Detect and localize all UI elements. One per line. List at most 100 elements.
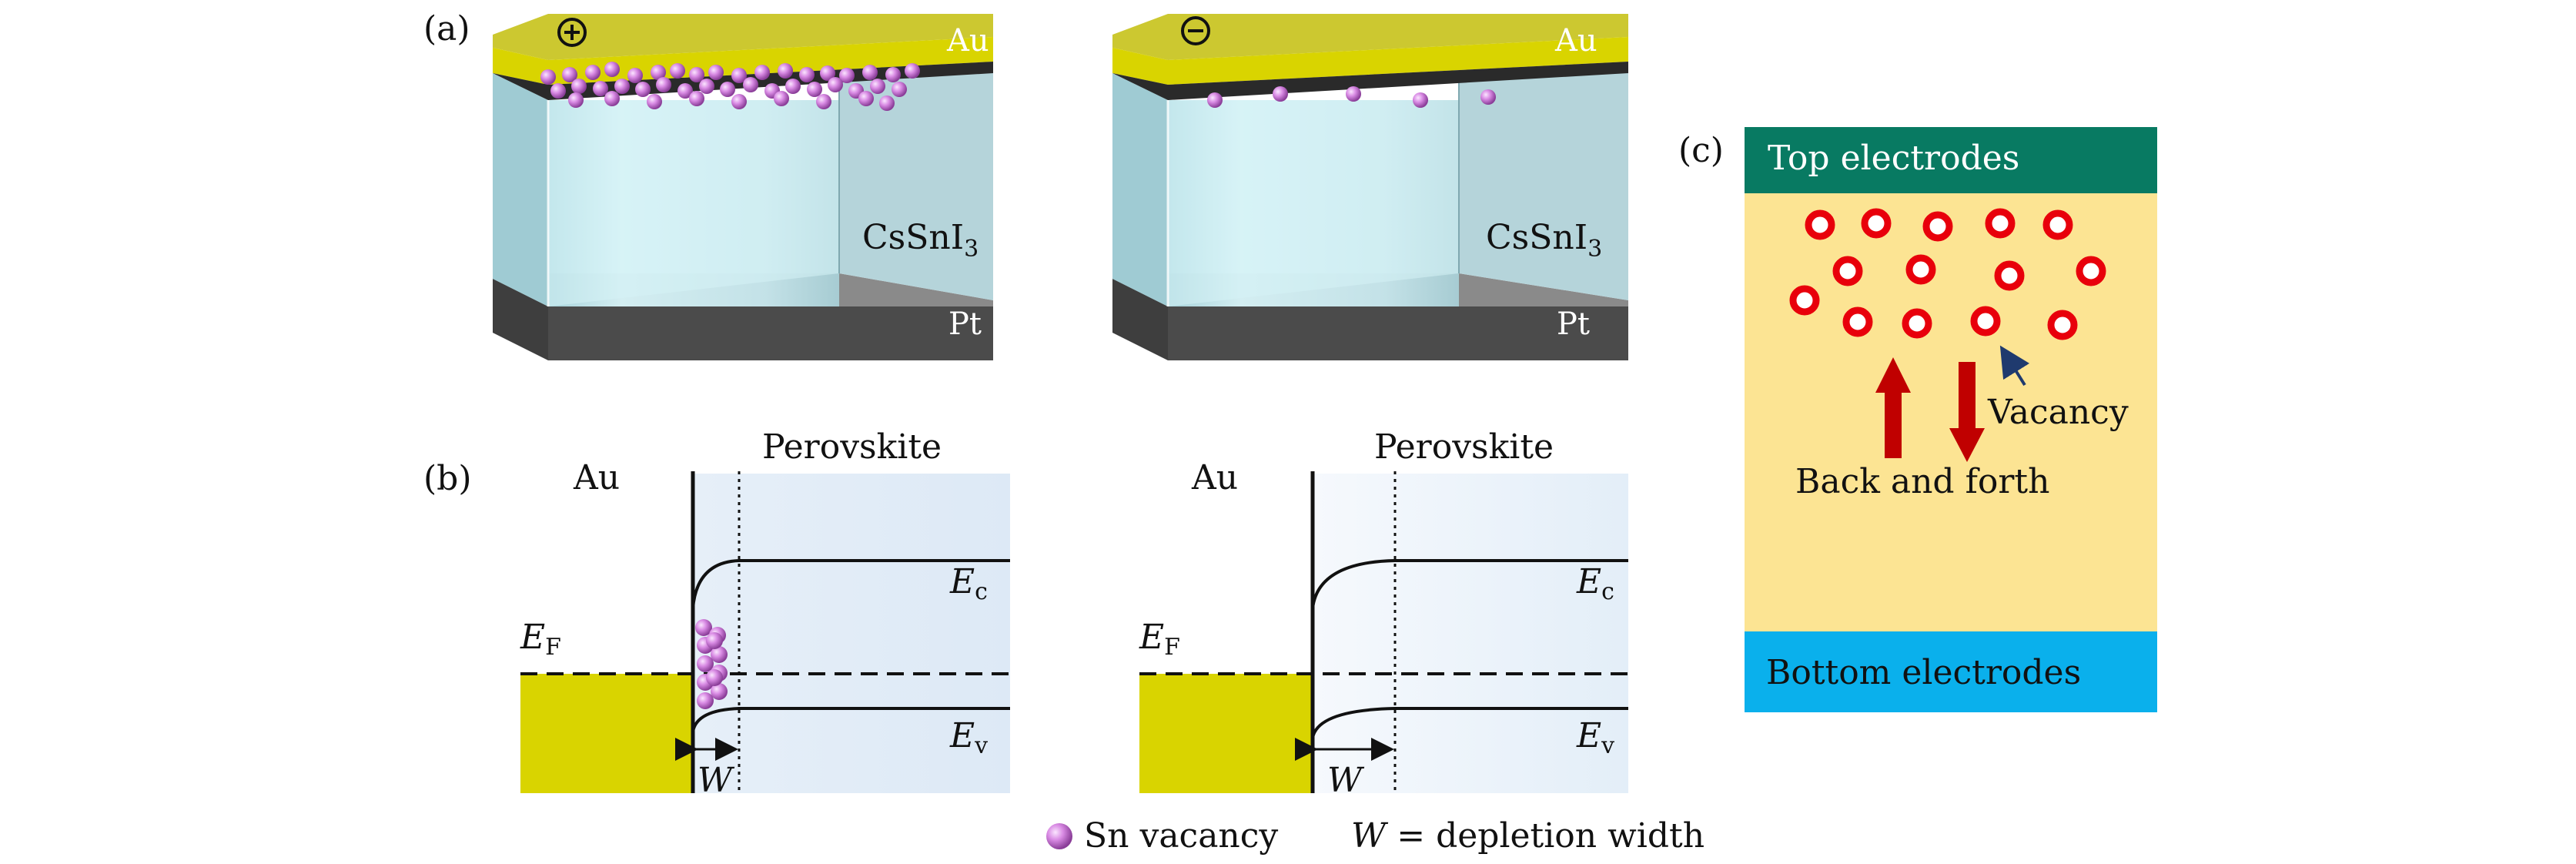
down-arrow-icon (1949, 362, 1985, 462)
sn-vacancy (870, 79, 885, 94)
b-left-ev-label: Ev (949, 716, 988, 759)
panel-a-right-device (1112, 14, 1628, 360)
sn-vacancy (651, 65, 666, 80)
legend-depletion-label: W = depletion width (1351, 816, 1705, 856)
c-top-label: Top electrodes (1768, 139, 2019, 178)
panel-b-left-band-diagram (520, 471, 1010, 793)
sn-vacancy (885, 67, 901, 82)
vacancy-ring (1842, 306, 1873, 337)
sn-vacancy (862, 65, 878, 80)
panel-label-b: (b) (423, 459, 472, 498)
sn-vacancy (785, 79, 801, 94)
panel-label-a: (a) (423, 9, 470, 49)
sn-vacancy (743, 77, 758, 92)
sn-vacancy (820, 65, 835, 81)
a-right-film-label: CsSnI3 (1486, 218, 1602, 263)
sn-vacancy (571, 79, 587, 94)
sn-vacancy (593, 81, 608, 96)
sn-vacancy (697, 655, 714, 672)
sn-vacancy (550, 83, 566, 99)
sn-vacancy (604, 91, 620, 106)
sn-vacancy (720, 82, 735, 97)
sn-vacancy (879, 95, 895, 111)
b-right-w-label: W (1327, 761, 1365, 800)
sn-vacancy (670, 63, 685, 79)
b-left-metal-label: Au (573, 458, 620, 497)
vacancy-ring (1994, 260, 2025, 291)
panel-a-left-device (493, 14, 993, 360)
b-left-w-label: W (698, 761, 735, 800)
vacancy-rings (1789, 208, 2106, 340)
sn-vacancy (1273, 86, 1288, 102)
panel-b-right-band-diagram (1139, 471, 1628, 793)
sn-vacancy (1480, 89, 1496, 105)
sn-vacancy (689, 67, 704, 82)
plus-icon (557, 18, 587, 47)
sn-vacancy (754, 65, 770, 80)
sn-vacancy (816, 94, 831, 109)
legend: Sn vacancy W = depletion width (1046, 816, 1705, 856)
vacancy-ring (1789, 285, 1820, 316)
sn-vacancy (614, 79, 630, 94)
sn-vacancy (711, 646, 728, 663)
sn-vacancy (627, 68, 643, 83)
sn-vacancy (635, 82, 651, 97)
sn-vacancy (1346, 86, 1361, 102)
vacancy-ring (1922, 211, 1953, 242)
sn-vacancy (799, 67, 815, 82)
vacancy-ring (2042, 209, 2073, 240)
b-right-ec-label: Ec (1576, 562, 1614, 605)
a-left-film-label: CsSnI3 (862, 218, 979, 263)
minus-icon (1181, 16, 1210, 45)
top-electrode-bar (1745, 127, 2157, 193)
vacancy-cluster-accumulated (540, 62, 920, 111)
sn-vacancy (568, 92, 584, 108)
c-bottom-label: Bottom electrodes (1766, 653, 2081, 692)
vacancy-ring (2047, 310, 2078, 340)
sn-vacancy (604, 62, 620, 77)
vacancy-ring (1905, 254, 1936, 285)
sn-vacancy (697, 692, 714, 709)
vacancy-ring (1832, 256, 1863, 286)
c-motion-label: Back and forth (1795, 462, 2049, 501)
sn-vacancy (706, 632, 723, 649)
sn-vacancy (774, 91, 789, 106)
sn-vacancy (695, 619, 712, 636)
sn-vacancy (905, 63, 920, 79)
sn-vacancy (585, 65, 601, 80)
a-left-au-label: Au (946, 23, 989, 59)
b-left-semi-label: Perovskite (762, 427, 942, 467)
b-right-ev-label: Ev (1576, 716, 1614, 759)
sn-vacancy (711, 683, 728, 700)
sn-vacancy (689, 91, 704, 106)
panel-label-c: (c) (1678, 131, 1724, 170)
vacancy-ring (2076, 256, 2106, 286)
sn-vacancy (1207, 92, 1223, 108)
vacancy-ring (1861, 208, 1892, 239)
sn-vacancy (562, 67, 577, 82)
sn-vacancy (839, 68, 855, 83)
c-vacancy-label: Vacancy (1987, 393, 2129, 432)
b-left-ec-label: Ec (949, 562, 988, 605)
a-right-pt-label: Pt (1557, 306, 1590, 342)
sn-vacancy (731, 94, 747, 109)
sn-vacancy (708, 65, 724, 80)
sn-vacancy (540, 69, 556, 85)
up-arrow-icon (1875, 357, 1911, 458)
vacancy-ring (1805, 209, 1835, 240)
sn-vacancy (778, 63, 793, 79)
sn-vacancy (677, 83, 693, 99)
sn-vacancy (892, 82, 907, 97)
sn-vacancy (731, 68, 747, 83)
sn-vacancy (858, 91, 874, 106)
sn-vacancy (1413, 92, 1428, 108)
sn-vacancy (647, 94, 662, 109)
a-right-au-label: Au (1554, 23, 1597, 59)
b-right-semi-label: Perovskite (1374, 427, 1554, 467)
vacancy-ring (1970, 306, 2001, 337)
sn-vacancy (699, 79, 714, 94)
vacancy-legend-icon (1046, 823, 1072, 849)
b-right-fermi-label: EF (1139, 618, 1180, 661)
